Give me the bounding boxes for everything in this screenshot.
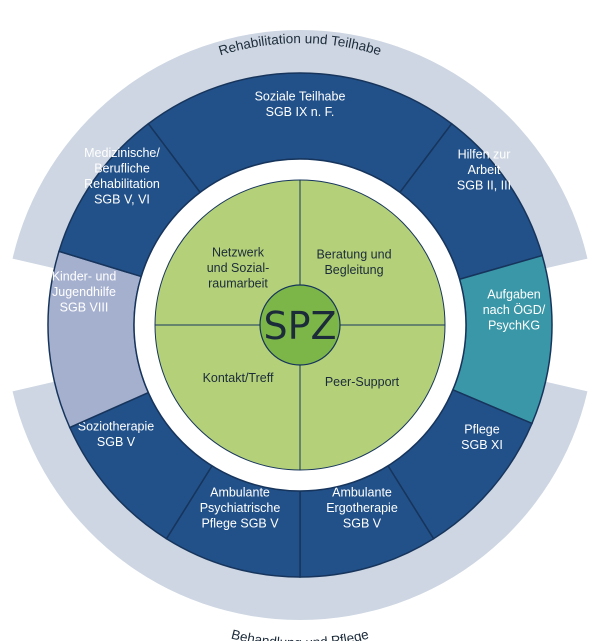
segment-label-line: SGB II, III xyxy=(457,179,511,193)
segment-label-line: SGB V, VI xyxy=(94,192,150,206)
quadrant-label-line: Peer-Support xyxy=(325,375,400,389)
segment-label-line: Hilfen zur xyxy=(458,148,511,162)
segment-label-line: Pflege xyxy=(464,422,499,436)
segment-label-line: SGB VIII xyxy=(60,301,109,315)
segment-label-line: SGB V xyxy=(97,435,136,449)
segment-label-line: PsychKG xyxy=(488,319,540,333)
quadrant-label-line: und Sozial- xyxy=(207,261,270,275)
quadrant-label-kontakt: Kontakt/Treff xyxy=(203,371,274,385)
segment-label-line: SGB V xyxy=(343,517,382,531)
quadrant-label-line: raumarbeit xyxy=(208,277,268,291)
segment-label-line: Ambulante xyxy=(210,486,270,500)
quadrant-label-line: Netzwerk xyxy=(212,246,265,260)
segment-label-line: Pflege SGB V xyxy=(201,517,279,531)
segment-label-line: Rehabilitation xyxy=(84,177,160,191)
spz-center-circle xyxy=(259,284,341,366)
rehabilitation-arc-band xyxy=(12,30,588,269)
segment-label-line: Arbeit xyxy=(468,163,501,177)
segment-label-line: Soziotherapie xyxy=(78,419,154,433)
segment-label-line: Psychiatrische xyxy=(200,501,281,515)
segment-label-line: nach ÖGD/ xyxy=(483,303,546,317)
quadrant-label-line: Beratung und xyxy=(316,247,391,261)
spz-center-label: SPZ xyxy=(263,304,336,348)
quadrant-label-line: Begleitung xyxy=(324,263,383,277)
quadrant-label-peer-support: Peer-Support xyxy=(325,375,400,389)
segment-label-line: SGB IX n. F. xyxy=(266,105,335,119)
segment-label-line: Medizinische/ xyxy=(84,146,160,160)
segment-label-line: Ambulante xyxy=(332,486,392,500)
quadrant-label-line: Kontakt/Treff xyxy=(203,371,274,385)
segment-label-line: SGB XI xyxy=(461,438,503,452)
white-ring-border xyxy=(133,158,467,492)
behandlung-arc-band xyxy=(12,381,588,620)
segment-label-line: Jugendhilfe xyxy=(52,285,116,299)
segment-label-line: Ergotherapie xyxy=(326,501,398,515)
segment-label-line: Berufliche xyxy=(94,161,150,175)
arc-label-bottom: Behandlung und Pflege xyxy=(230,627,370,641)
segment-label-line: Soziale Teilhabe xyxy=(255,89,346,103)
segment-label-line: Kinder- und xyxy=(52,270,117,284)
segment-label-line: Aufgaben xyxy=(487,288,541,302)
